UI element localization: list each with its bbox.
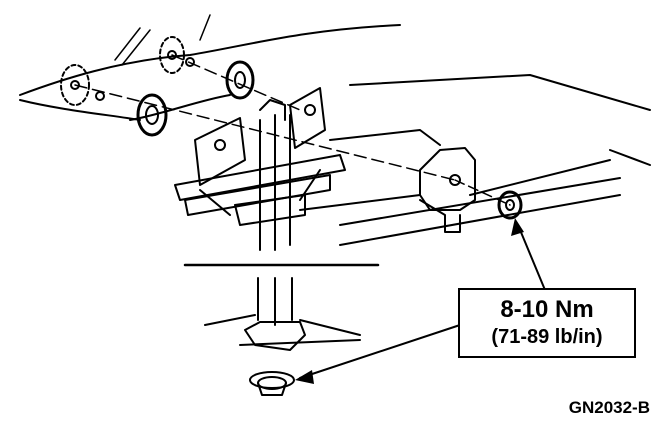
torque-value-lbin: (71-89 lb/in) — [491, 326, 603, 348]
lower-nut-body — [257, 382, 287, 396]
figure-id-label: GN2032-B — [568, 398, 650, 417]
alignment-axis-upper — [171, 54, 301, 111]
grommet-left-inner — [145, 105, 159, 125]
bracket-top-bar — [259, 99, 286, 121]
hatch-line-2 — [121, 29, 151, 66]
arrowhead-upper — [511, 218, 524, 236]
bracket-crossbar-1 — [174, 154, 346, 201]
lower-foot — [244, 321, 306, 351]
frame-rail-right — [609, 149, 651, 166]
hatch-line-1 — [114, 27, 141, 61]
lower-panel-edge-3 — [239, 339, 361, 346]
bracket-crossbar-2 — [184, 174, 331, 216]
torque-spec-callout: 8-10 Nm (71-89 lb/in) — [458, 288, 636, 358]
small-washer-1 — [95, 91, 105, 101]
lower-panel-edge-2 — [299, 319, 361, 336]
frame-rail-side — [339, 177, 621, 226]
frame-rail-bottom — [339, 194, 621, 246]
bracket-left-hole — [214, 139, 226, 151]
frame-mount-base — [419, 199, 461, 233]
frame-rail-top — [349, 74, 651, 111]
alignment-axis-lower — [74, 84, 456, 181]
frame-mount-tab — [419, 147, 476, 211]
torque-value-nm: 8-10 Nm — [500, 296, 594, 323]
frame-nut — [497, 190, 523, 220]
grommet-top-inner — [234, 71, 246, 89]
body-panel-lower-edge — [19, 99, 141, 121]
grommet-top — [225, 60, 255, 100]
washer-far-left — [60, 64, 90, 106]
frame-mount-hole — [449, 174, 461, 186]
small-washer-2 — [185, 57, 195, 67]
bracket-web — [199, 169, 321, 216]
frame-rail-inner — [469, 159, 611, 196]
washer-top-left-hole — [167, 50, 177, 60]
body-panel-upper-edge — [19, 24, 401, 96]
frame-rail-lower — [299, 194, 421, 211]
bracket-right-hole — [304, 104, 316, 116]
lower-washer — [249, 371, 295, 389]
arrowhead-lower — [295, 370, 314, 384]
leader-line-lower — [299, 324, 461, 379]
washer-top-left — [159, 36, 185, 74]
washer-far-left-hole — [70, 80, 80, 90]
hatch-line-3 — [199, 14, 211, 41]
body-panel-curve — [129, 94, 231, 121]
frame-rail-edge — [329, 129, 441, 146]
lower-panel-edge-1 — [204, 314, 256, 326]
bracket-left-plate — [194, 117, 246, 186]
frame-nut-inner — [505, 199, 515, 211]
bracket-foot — [234, 194, 306, 226]
bracket-right-plate — [289, 87, 326, 149]
leader-line-upper — [517, 224, 546, 291]
grommet-left — [136, 93, 168, 137]
